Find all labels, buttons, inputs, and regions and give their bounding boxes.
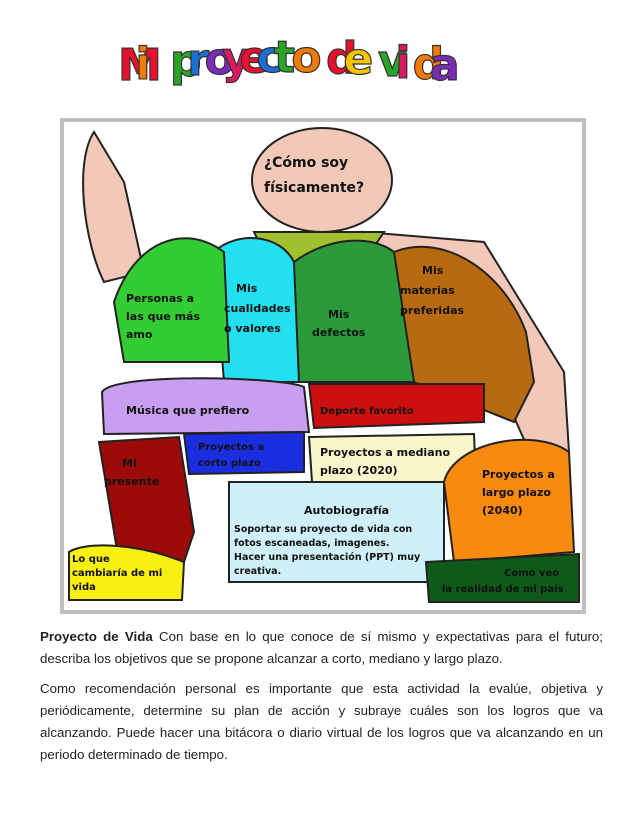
title-letter: a	[430, 40, 460, 91]
personas-shape	[112, 237, 231, 363]
materias-label: Mis materias preferidas	[400, 264, 464, 317]
corto-shape	[182, 430, 305, 476]
title-letter: o	[205, 34, 235, 85]
head-label: ¿Cómo soy físicamente?	[264, 155, 364, 196]
deporte-label: Deporte favorito	[320, 406, 414, 417]
title-letter: p	[170, 36, 202, 87]
musica-shape	[100, 377, 311, 436]
personas-label: Personas a las que más amo	[126, 292, 204, 341]
paragraph-recommendation: Como recomendación personal es important…	[40, 681, 603, 762]
largo-label: Proyectos a largo plazo (2040)	[482, 468, 559, 517]
title-letter: c	[257, 32, 283, 83]
presente-label: Mi presente	[104, 457, 159, 488]
presente-shape	[97, 435, 196, 563]
paragraph-instructions: Proyecto de Vida Con base en lo que cono…	[40, 626, 603, 670]
title-letter: e	[343, 34, 373, 85]
title-letter: M	[118, 40, 162, 91]
materias-shape	[392, 245, 536, 424]
title-letter: i	[395, 37, 410, 88]
pais-shape	[424, 552, 580, 603]
title-letter: d	[326, 33, 358, 84]
paragraph-lead: Proyecto de Vida	[40, 629, 153, 644]
figure-drawing: ¿Cómo soy físicamente? Personas a las qu…	[68, 127, 580, 603]
title-letter: t	[274, 32, 295, 83]
largo-shape	[442, 438, 576, 564]
life-project-figure: ¿Cómo soy físicamente? Personas a las qu…	[60, 118, 586, 614]
title-letter: y	[222, 33, 251, 84]
paragraph-body: Con base en lo que conoce de sí mismo y …	[40, 629, 603, 666]
musica-label: Música que prefiero	[126, 404, 250, 417]
mediano-label: Proyectos a mediano plazo (2020)	[320, 446, 454, 477]
autobiografia-title: Autobiografía	[304, 504, 389, 517]
cambiaria-shape	[68, 544, 186, 601]
cambiaria-label: Lo que cambiaría de mi vida	[72, 554, 166, 593]
title-letter: i	[135, 39, 150, 90]
title-letter: e	[239, 32, 269, 83]
cualidades-label: Mis cualidades o valores	[224, 282, 294, 335]
autobiografia-text: Soportar su proyecto de vida con fotos e…	[234, 524, 423, 577]
left-arm-shape	[82, 130, 146, 284]
title-letter: r	[187, 35, 209, 86]
title-letter: d	[413, 39, 445, 90]
autobiografia-shape	[228, 481, 445, 583]
title-letter: v	[378, 36, 407, 87]
corto-label: Proyectos a corto plazo	[198, 442, 268, 469]
pais-label: Como veo la realidad de mi país	[442, 568, 564, 595]
deporte-shape	[307, 383, 485, 430]
defectos-label: Mis defectos	[312, 308, 366, 339]
title-letter: o	[291, 32, 321, 83]
